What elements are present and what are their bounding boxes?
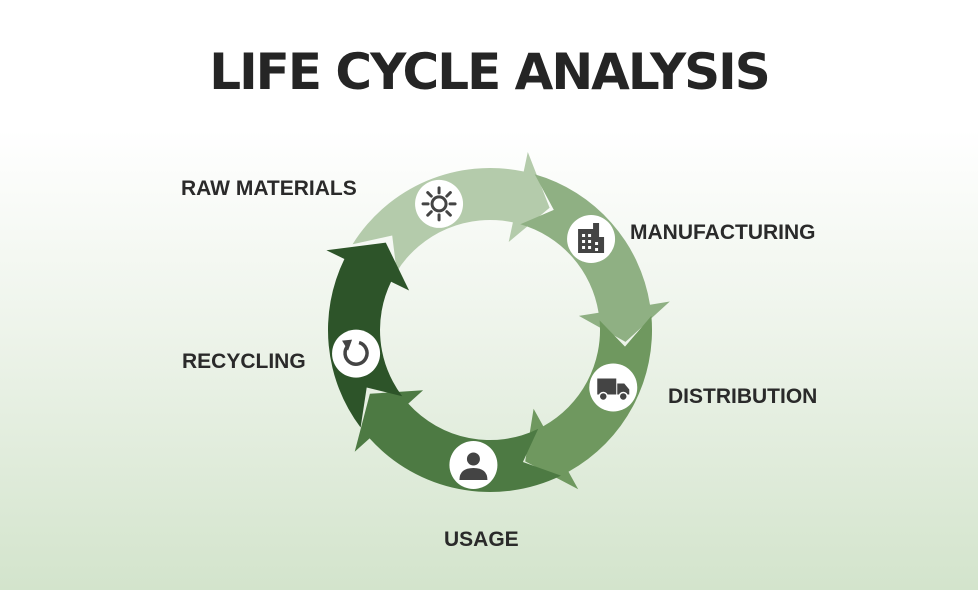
diagram-title: LIFE CYCLE ANALYSIS: [209, 43, 771, 101]
sun-icon: [415, 179, 464, 228]
label-raw-materials: RAW MATERIALS: [181, 177, 357, 200]
factory-icon: [567, 214, 616, 263]
cycle-arrow-distribution: [525, 315, 653, 490]
recycle-icon: [332, 329, 381, 378]
cycle-arrow-usage: [354, 390, 561, 492]
label-distribution: DISTRIBUTION: [668, 385, 818, 408]
label-recycling: RECYCLING: [182, 350, 306, 373]
label-manufacturing: MANUFACTURING: [630, 221, 816, 244]
person-icon: [449, 440, 498, 489]
truck-icon: [589, 363, 638, 412]
label-usage: USAGE: [444, 528, 519, 551]
